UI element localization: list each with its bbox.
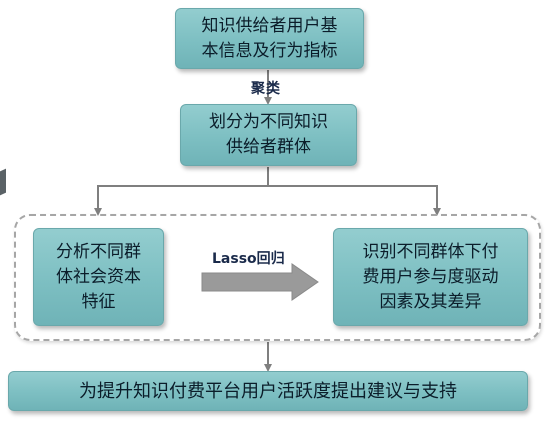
node-segment-groups: 划分为不同知识 供给者群体 bbox=[180, 104, 357, 166]
node-text-line: 为提升知识付费平台用户活跃度提出建议与支持 bbox=[79, 380, 457, 402]
node-analyze-social-capital: 分析不同群 体社会资本 特征 bbox=[33, 228, 164, 326]
node-text-line: 费用户参与度驱动 bbox=[362, 266, 499, 287]
node-text-line: 知识供给者用户基 bbox=[201, 15, 338, 36]
node-text-line: 识别不同群体下付 bbox=[362, 241, 499, 262]
lasso-block-arrow bbox=[201, 263, 319, 301]
node-text-line: 分析不同群 bbox=[56, 241, 141, 262]
node-text-line: 因素及其差异 bbox=[379, 291, 482, 312]
node-text-line: 特征 bbox=[81, 291, 116, 312]
node-text-line: 供给者群体 bbox=[226, 137, 311, 157]
node-user-info-indicators: 知识供给者用户基 本信息及行为指标 bbox=[175, 8, 364, 69]
node-text-line: 划分为不同知识 bbox=[209, 112, 328, 132]
node-text-line: 体社会资本 bbox=[56, 266, 141, 287]
node-text-line: 本信息及行为指标 bbox=[201, 40, 338, 61]
node-identify-drivers: 识别不同群体下付 费用户参与度驱动 因素及其差异 bbox=[333, 228, 528, 326]
node-recommendations: 为提升知识付费平台用户活跃度提出建议与支持 bbox=[8, 371, 528, 411]
analysis-group-frame bbox=[14, 214, 541, 341]
edge-label-lasso: Lasso回归 bbox=[212, 251, 285, 267]
edge-label-clustering: 聚类 bbox=[251, 81, 281, 97]
